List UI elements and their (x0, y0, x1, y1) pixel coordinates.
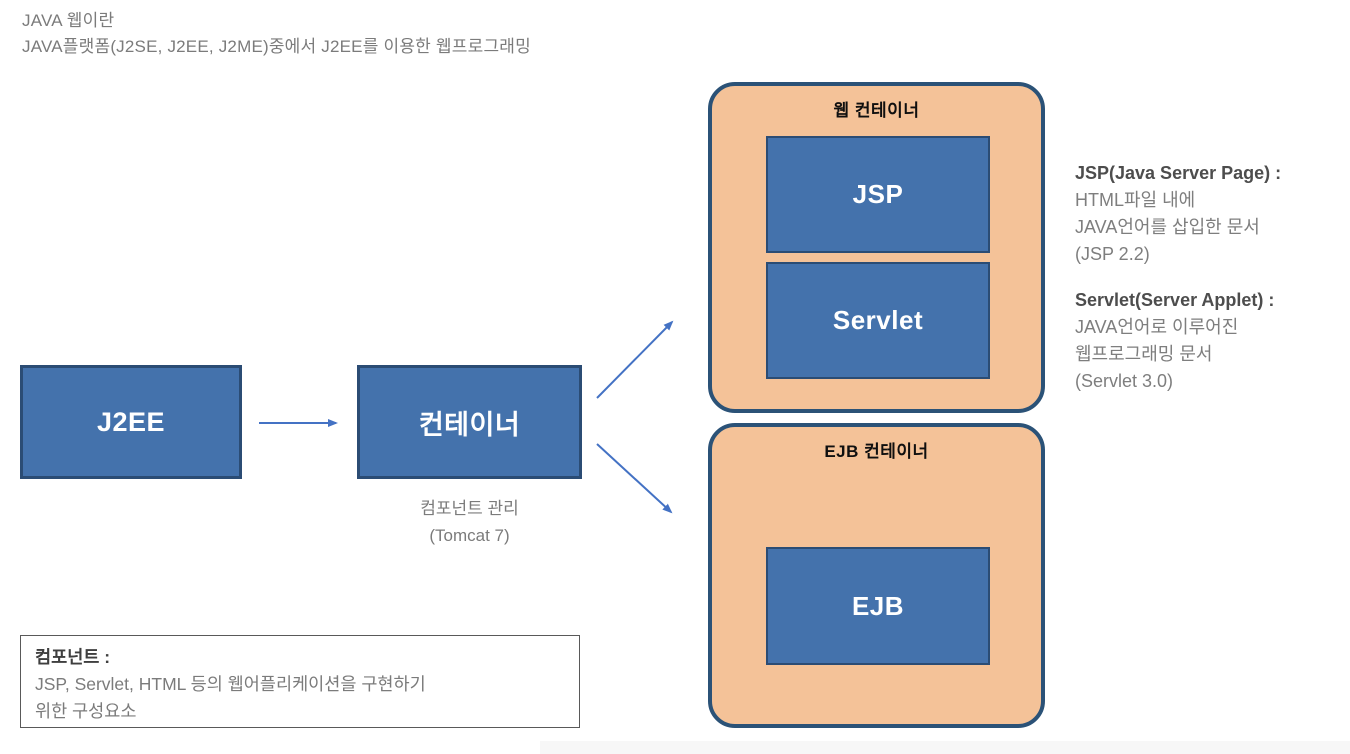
ejb-box: EJB (766, 547, 990, 665)
container-caption: 컴포넌트 관리 (Tomcat 7) (357, 495, 582, 549)
container-label: 컨테이너 (418, 409, 521, 440)
ejb-container-group: EJB 컨테이너 EJB (708, 423, 1045, 728)
jsp-box: JSP (766, 136, 990, 253)
component-note-line: JSP, Servlet, HTML 등의 웹어플리케이션을 구현하기 (35, 674, 426, 694)
jsp-note-line: (JSP 2.2) (1075, 244, 1150, 264)
component-note-box: 컴포넌트 : JSP, Servlet, HTML 등의 웹어플리케이션을 구현… (20, 635, 580, 728)
j2ee-box: J2EE (20, 365, 242, 479)
servlet-note-line: (Servlet 3.0) (1075, 371, 1174, 391)
header-line2: JAVA플랫폼(J2SE, J2EE, J2ME)중에서 J2EE를 이용한 웹… (22, 37, 531, 56)
jsp-note: JSP(Java Server Page) : HTML파일 내에 JAVA언어… (1075, 160, 1345, 268)
servlet-box: Servlet (766, 262, 990, 379)
container-box: 컨테이너 (357, 365, 582, 479)
arrow-container-to-ejb-icon (596, 443, 673, 514)
ejb-container-title: EJB 컨테이너 (824, 442, 929, 461)
servlet-note: Servlet(Server Applet) : JAVA언어로 이루어진 웹프… (1075, 287, 1345, 395)
jsp-label: JSP (852, 179, 904, 209)
component-note-line: 위한 구성요소 (35, 701, 137, 721)
web-container-title: 웹 컨테이너 (833, 101, 920, 120)
component-note-title: 컴포넌트 : (35, 647, 111, 667)
jsp-note-line: JAVA언어를 삽입한 문서 (1075, 217, 1260, 237)
servlet-label: Servlet (832, 305, 924, 335)
jsp-note-title: JSP(Java Server Page) : (1075, 163, 1282, 183)
ejb-label: EJB (851, 590, 905, 621)
header-line1: JAVA 웹이란 (22, 11, 115, 30)
jsp-servlet-annotation: JSP(Java Server Page) : HTML파일 내에 JAVA언어… (1075, 160, 1345, 395)
header-text: JAVA 웹이란 JAVA플랫폼(J2SE, J2EE, J2ME)중에서 J2… (22, 8, 531, 60)
jsp-note-line: HTML파일 내에 (1075, 190, 1196, 210)
caption-line2: (Tomcat 7) (429, 526, 510, 545)
caption-line1: 컴포넌트 관리 (420, 499, 519, 518)
servlet-note-line: JAVA언어로 이루어진 (1075, 317, 1239, 337)
arrow-container-to-web-icon (596, 320, 674, 399)
servlet-note-title: Servlet(Server Applet) : (1075, 290, 1275, 310)
bottom-shadow-strip (540, 741, 1350, 754)
web-container-group: 웹 컨테이너 JSP Servlet (708, 82, 1045, 413)
servlet-note-line: 웹프로그래밍 문서 (1075, 344, 1213, 364)
j2ee-label: J2EE (96, 406, 166, 437)
